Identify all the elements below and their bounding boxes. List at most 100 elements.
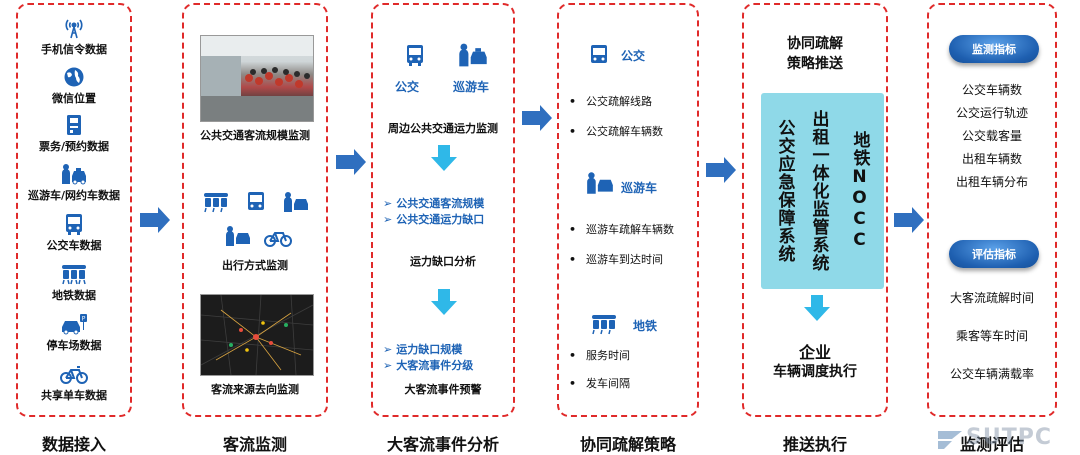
bus-icon — [407, 45, 423, 66]
monitor-indicator: 出租车辆分布 — [955, 175, 1028, 189]
source-label: 巡游车/网约车数据 — [27, 189, 121, 202]
strategy-item: •服务时间 — [569, 349, 631, 362]
monitor-label-scale: 公共交通客流规模监测 — [200, 129, 310, 142]
event-analysis-panel: 公交 巡游车 周边公共交通运力监测 ➢公共交通客流规模 ➢公共交通运力缺口 运力… — [371, 3, 515, 417]
source-label: 票务/预约数据 — [38, 140, 110, 153]
strategy-item: •巡游车疏解车辆数 — [569, 223, 675, 236]
bus-icon — [248, 192, 264, 210]
taxi-person-icon — [226, 226, 250, 246]
antenna-icon — [65, 19, 83, 39]
flow-arrow-icon — [894, 207, 924, 233]
source-label: 公交车数据 — [46, 239, 102, 252]
flow-arrow-icon — [140, 207, 170, 233]
transport-modes-icons — [204, 192, 308, 247]
group-title-bus: 公交 — [621, 49, 646, 63]
logo-mark-icon — [938, 431, 962, 449]
source-label: 共享单车数据 — [41, 389, 107, 402]
crowd-photo — [200, 35, 314, 122]
monitor-indicator: 出租车辆数 — [961, 152, 1022, 166]
flow-arrow-icon — [706, 157, 736, 183]
down-arrow-icon — [431, 289, 457, 315]
evaluation-panel: 监测指标 公交车辆数 公交运行轨迹 公交载客量 出租车辆数 出租车辆分布 评估指… — [927, 3, 1057, 417]
monitor-indicator: 公交车辆数 — [961, 83, 1022, 97]
metro-icon — [62, 265, 86, 285]
caption-evaluation: 监测评估 — [959, 435, 1024, 454]
down-arrow-icon — [804, 295, 830, 321]
flow-monitor-panel: 公共交通客流规模监测 出行方式监测 客流来源去向监测 — [182, 3, 328, 417]
taxi-person-icon — [62, 164, 86, 185]
globe-icon — [64, 67, 84, 87]
monitor-label-od: 客流来源去向监测 — [211, 383, 299, 396]
metro-icon — [592, 315, 616, 335]
od-map-scene — [201, 295, 313, 375]
source-label: 地铁数据 — [52, 289, 96, 302]
system-bar-metro: 地铁NOCC — [836, 93, 884, 289]
step-event-warning: 大客流事件预警 — [404, 383, 482, 396]
source-label: 停车场数据 — [46, 339, 102, 352]
svg-text:P: P — [82, 316, 86, 323]
source-item: 手机信令数据 — [18, 17, 130, 57]
step-gap-analysis: 运力缺口分析 — [410, 255, 476, 268]
sub-item: ➢公共交通客流规模 — [383, 197, 485, 210]
eval-indicator: 公交车辆满载率 — [949, 367, 1034, 381]
taxi-person-icon — [459, 43, 487, 67]
push-panel: 协同疏解 策略推送 公交应急保障系统 出租一体化监管系统 地铁NOCC 企业 车… — [742, 3, 888, 417]
eval-indicators-pill: 评估指标 — [949, 240, 1039, 268]
source-label: 微信位置 — [52, 92, 96, 105]
source-item: 微信位置 — [18, 66, 130, 106]
od-map-image — [200, 294, 314, 376]
sub-item: ➢运力缺口规模 — [383, 343, 463, 356]
caption-push: 推送执行 — [782, 435, 847, 454]
bicycle-icon — [264, 232, 292, 247]
caption-strategy: 协同疏解策略 — [579, 435, 676, 454]
sub-item: ➢公共交通运力缺口 — [383, 213, 485, 226]
taxi-person-icon — [284, 192, 308, 212]
source-item: P 停车场数据 — [18, 313, 130, 353]
parking-car-icon: P — [62, 314, 87, 335]
strategy-item: •发车间隔 — [569, 377, 631, 390]
push-bottom-line1: 企业 — [798, 343, 831, 362]
source-item: 地铁数据 — [18, 263, 130, 303]
ticket-machine-icon — [67, 115, 81, 135]
monitor-indicator: 公交运行轨迹 — [955, 106, 1028, 120]
strategy-item: •巡游车到达时间 — [569, 253, 664, 266]
flow-arrow-icon — [336, 149, 366, 175]
monitor-label-mode: 出行方式监测 — [222, 259, 288, 272]
down-arrow-icon — [431, 145, 457, 171]
data-access-panel: 手机信令数据 微信位置 票务/预约数据 巡游车/网约车数据 公交车数据 地铁数据… — [16, 3, 132, 417]
source-item: 票务/预约数据 — [18, 114, 130, 154]
sub-item: ➢大客流事件分级 — [383, 359, 474, 372]
caption-data-access: 数据接入 — [41, 435, 106, 454]
source-item: 公交车数据 — [18, 213, 130, 253]
eval-indicator: 大客流疏解时间 — [949, 291, 1034, 305]
metro-icon — [204, 193, 228, 213]
group-title-taxi: 巡游车 — [621, 181, 658, 195]
flow-arrow-icon — [522, 105, 552, 131]
group-title-metro: 地铁 — [633, 319, 658, 333]
monitor-indicator: 公交载客量 — [961, 129, 1022, 143]
caption-flow-monitor: 客流监测 — [222, 435, 287, 454]
strategy-panel: 公交 •公交疏解线路 •公交疏解车辆数 巡游车 •巡游车疏解车辆数 •巡游车到达… — [557, 3, 699, 417]
source-item: 共享单车数据 — [18, 363, 130, 403]
strategy-item: •公交疏解车辆数 — [569, 125, 664, 138]
watermark-text: SUTPC — [966, 425, 1052, 450]
caption-event-analysis: 大客流事件分析 — [386, 435, 499, 454]
crowd-scene — [201, 36, 313, 121]
source-item: 巡游车/网约车数据 — [18, 163, 130, 203]
eval-indicator: 乘客等车时间 — [955, 329, 1028, 343]
push-bottom-line2: 车辆调度执行 — [773, 364, 857, 380]
mode-label-taxi: 巡游车 — [453, 80, 490, 94]
push-title-line1: 协同疏解 — [787, 36, 843, 52]
bus-icon — [66, 214, 82, 235]
system-bar-taxi: 出租一体化监管系统 — [795, 93, 843, 289]
source-label: 手机信令数据 — [41, 43, 107, 56]
taxi-person-icon — [587, 172, 613, 194]
strategy-item: •公交疏解线路 — [569, 95, 653, 108]
push-title-line2: 策略推送 — [787, 56, 843, 72]
bicycle-icon — [60, 366, 88, 384]
watermark-logo: SUTPC — [938, 423, 1080, 453]
bus-icon — [591, 45, 607, 63]
step-capacity-monitor: 周边公共交通运力监测 — [388, 122, 498, 135]
mode-label-bus: 公交 — [395, 80, 420, 94]
monitor-indicators-pill: 监测指标 — [949, 35, 1039, 63]
